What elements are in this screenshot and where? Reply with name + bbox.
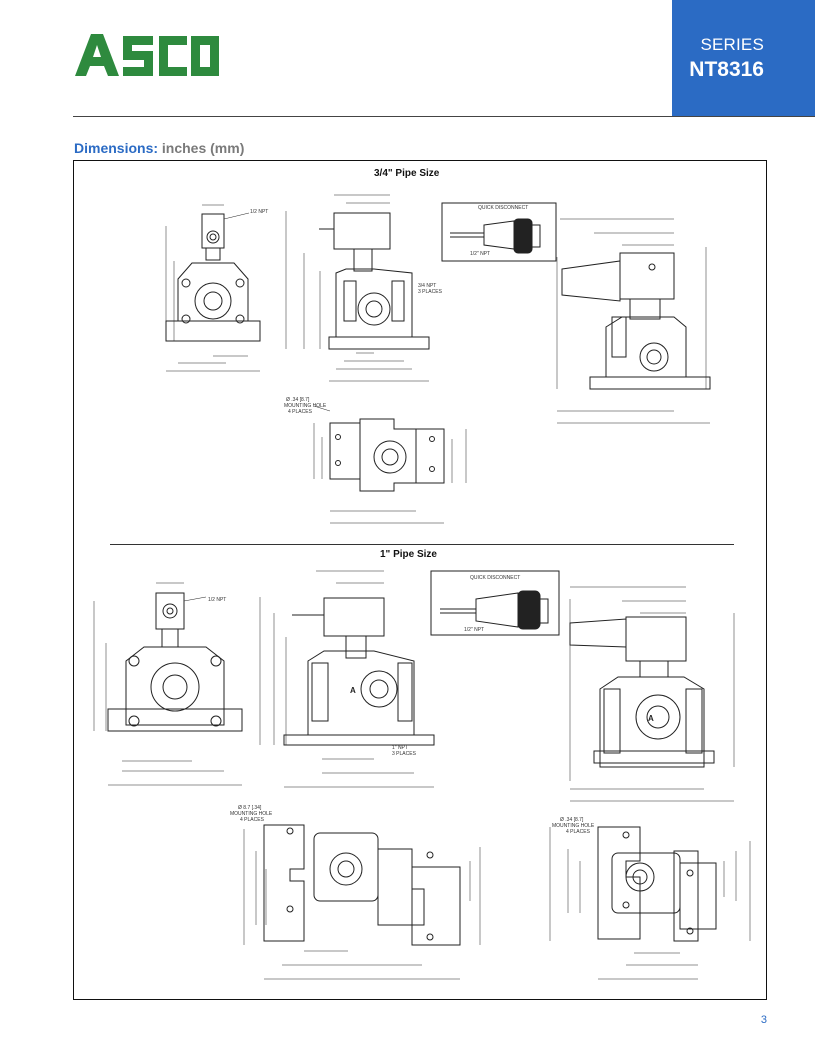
npt-half-callout: 1/2 NPT <box>250 209 268 215</box>
dimensions-label: Dimensions: <box>74 140 159 156</box>
valve-1-side-view <box>259 570 435 788</box>
valve-1-qd-view <box>569 586 735 802</box>
valve-1-bottom-view-left <box>243 824 481 980</box>
asco-logo-graphic <box>75 34 219 76</box>
technical-drawings: 1/2 NPT 3/4 NPT 3 PLACES QUICK DISCONNEC… <box>93 194 751 980</box>
pipe-34-title: 3/4" Pipe Size <box>374 168 440 179</box>
three-places-callout-1: 3 PLACES <box>392 751 417 757</box>
valve-34-front-view <box>165 204 261 372</box>
npt-half-callout-1: 1/2 NPT <box>208 597 226 603</box>
series-box: SERIES NT8316 <box>672 0 815 117</box>
four-places-34: 4 PLACES <box>288 409 313 415</box>
valve-1-front-view <box>93 582 243 786</box>
quick-disconnect-callout-1: QUICK DISCONNECT <box>470 575 520 581</box>
mounting-hole-1a-dim: Ø 8.7 [.34] <box>238 805 262 811</box>
pipe-1-title: 1" Pipe Size <box>380 549 437 560</box>
asco-logo <box>73 28 223 80</box>
section-divider <box>110 544 734 545</box>
four-places-1a: 4 PLACES <box>240 817 265 823</box>
series-number: NT8316 <box>689 58 764 81</box>
npt-1-callout: 1" NPT <box>392 745 408 751</box>
port-a-label-qd: A <box>648 714 654 723</box>
quick-disconnect-34-inset <box>441 202 557 262</box>
three-places-callout-34: 3 PLACES <box>418 289 443 295</box>
four-places-1b: 4 PLACES <box>566 829 591 835</box>
mounting-hole-1a-label: MOUNTING HOLE <box>230 811 273 817</box>
dimensions-frame: 3/4" Pipe Size 1" Pipe Size <box>73 160 767 1000</box>
mounting-hole-34-label: MOUNTING HOLE <box>284 403 327 409</box>
quick-disconnect-callout-34: QUICK DISCONNECT <box>478 205 528 211</box>
page-number: 3 <box>760 1014 767 1026</box>
header-rule <box>73 116 815 117</box>
mounting-hole-34-dim: Ø .34 [8.7] <box>286 397 310 403</box>
registered-mark: ® <box>213 36 219 45</box>
valve-34-side-view <box>285 194 430 382</box>
mounting-hole-1b-label: MOUNTING HOLE <box>552 823 595 829</box>
mounting-hole-1b-dim: Ø .34 [8.7] <box>560 817 584 823</box>
units-label: inches (mm) <box>161 140 245 156</box>
npt-half-quick-callout-1: 1/2" NPT <box>464 627 484 633</box>
quick-disconnect-1-inset <box>430 570 560 636</box>
port-a-label-side: A <box>350 686 356 695</box>
valve-34-bottom-view <box>313 405 467 524</box>
series-label: SERIES <box>700 35 764 54</box>
valve-1-bottom-view-right <box>549 826 751 980</box>
npt-34-callout: 3/4 NPT <box>418 283 436 289</box>
npt-half-quick-callout-34: 1/2" NPT <box>470 251 490 257</box>
valve-34-qd-view <box>556 218 711 424</box>
dimensions-heading: Dimensions: inches (mm) <box>74 140 244 156</box>
